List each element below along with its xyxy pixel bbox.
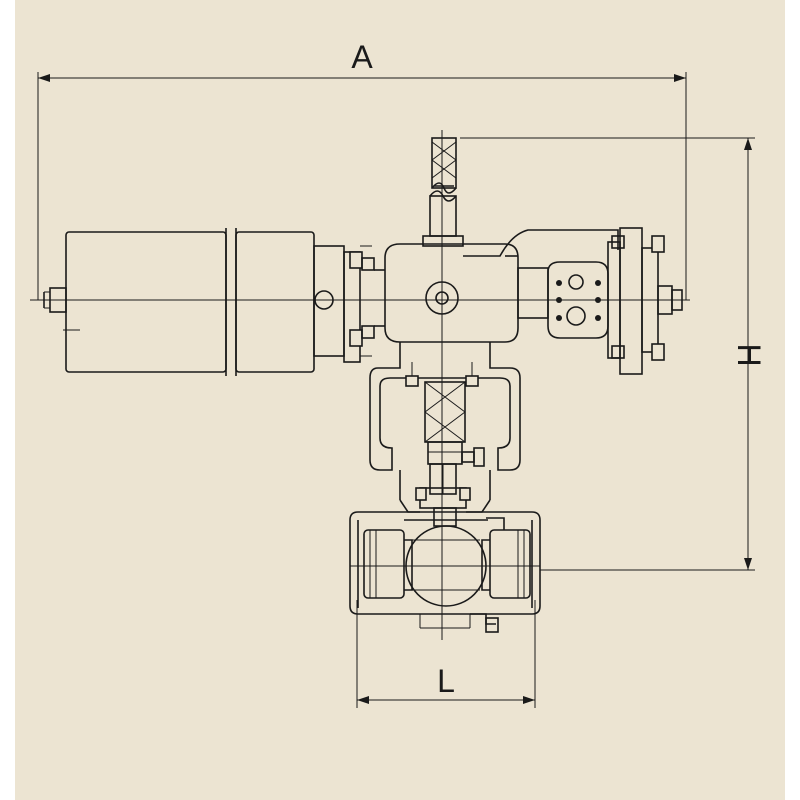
pneumatic-cylinder: [43, 228, 375, 376]
ball-valve-body: [349, 507, 541, 633]
dimension-l: L: [356, 600, 536, 708]
dimension-h: H: [460, 137, 767, 571]
mounting-yoke: [369, 342, 521, 513]
paper-background: [15, 0, 785, 800]
dimension-label-h: H: [731, 343, 767, 366]
actuator-housing: [374, 137, 619, 343]
solenoid-block: [517, 227, 683, 375]
dimension-label-a: A: [351, 39, 373, 75]
dimension-label-l: L: [437, 663, 455, 699]
dimension-a: A: [37, 39, 687, 300]
